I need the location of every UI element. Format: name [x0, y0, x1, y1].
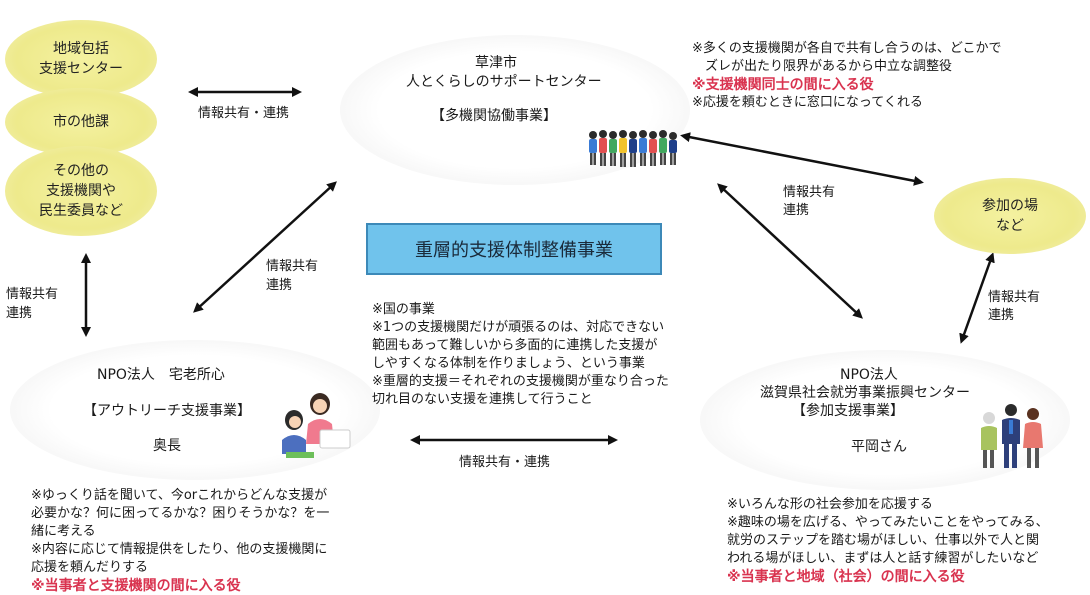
kusatsu-project: 【多機関協働事業】: [431, 108, 557, 124]
group-people-icon: [589, 130, 677, 167]
npo-left-note-line: 必要かな？何に困ってるかな？困りそうかな？を一: [31, 506, 330, 521]
npo-right-line1: NPO法人: [840, 367, 898, 383]
npo-left-note-line: ※ゆっくり話を聞いて、今orこれからどんな支援が: [31, 488, 328, 503]
npo-right-note-line: ※趣味の場を広げる、やってみたいことをやってみる、: [727, 515, 1049, 530]
left-box-line: 地域包括: [53, 41, 109, 57]
npo-left-highlight: ※当事者と支援機関の間に入る役: [31, 578, 241, 594]
center-note-line: ※重層的支援＝それぞれの支援機関が重なり合った: [372, 374, 669, 389]
center-notes: ※国の事業 ※1つの支援機関だけが頑張るのは、対応できない 範囲もあって難しいか…: [372, 301, 669, 409]
participation-line: 参加の場: [982, 198, 1038, 214]
left-box-line: 支援センター: [39, 61, 123, 77]
kusatsu-note-line: ※応援を頼むときに窓口になってくれる: [692, 95, 923, 110]
participation-line: など: [996, 218, 1024, 234]
link-label-right-vertical-1: 情報共有: [988, 290, 1041, 305]
family-icon: [981, 404, 1043, 468]
npo-right-note-line: 就労のステップを踏む場がほしい、仕事以外で人と関: [727, 533, 1040, 548]
link-label-left-vertical-1: 情報共有: [6, 287, 59, 302]
npo-left-note-line: 緒に考える: [31, 524, 96, 539]
kusatsu-note-line: ズレが出たり限界があるから中立な調整役: [705, 59, 953, 74]
left-box-city-departments: 市の他課: [5, 88, 157, 156]
left-box-line: 支援機関や: [46, 183, 116, 199]
participation-place: 参加の場 など: [934, 178, 1086, 254]
npo-left-note-line: 応援を頼んだりする: [31, 560, 149, 575]
link-label-diag-right-1: 情報共有: [783, 185, 836, 200]
link-label-bottom: 情報共有・連携: [459, 455, 551, 470]
npo-left-name: NPO法人 宅老所心: [97, 367, 225, 383]
npo-right-note-line: ※いろんな形の社会参加を応援する: [727, 497, 933, 512]
link-label-right-vertical-2: 連携: [988, 308, 1015, 323]
npo-left-person: 奥長: [153, 438, 181, 454]
npo-left-notes: ※ゆっくり話を聞いて、今orこれからどんな支援が 必要かな？何に困ってるかな？困…: [31, 487, 329, 595]
npo-right-line2: 滋賀県社会就労事業振興センター: [760, 385, 970, 401]
center-note-line: しやすくなる体制を作りましょう、という事業: [372, 356, 645, 371]
center-title: 重層的支援体制整備事業: [415, 240, 613, 261]
npo-right-notes: ※いろんな形の社会参加を応援する ※趣味の場を広げる、やってみたいことをやってみ…: [727, 496, 1049, 586]
kusatsu-note-line: ※多くの支援機関が各自で共有し合うのは、どこかで: [692, 41, 1002, 56]
center-note-line: ※1つの支援機関だけが頑張るのは、対応できない: [372, 320, 665, 335]
left-box-community-center: 地域包括 支援センター: [5, 20, 157, 98]
center-note-line: ※国の事業: [372, 302, 435, 317]
center-note-line: 範囲もあって難しいから多面的に連携した支援が: [372, 338, 658, 353]
center-note-line: 切れ目のない支援を連携して行うこと: [372, 392, 593, 407]
link-label-diag-right-2: 連携: [783, 203, 810, 218]
npo-right-person: 平岡さん: [851, 439, 907, 455]
left-box-line: その他の: [53, 163, 109, 179]
link-label-diag-left-2: 連携: [266, 278, 293, 293]
npo-left-note-line: ※内容に応じて情報提供をしたり、他の支援機関に: [31, 542, 328, 557]
npo-left-project: 【アウトリーチ支援事業】: [83, 403, 251, 419]
kusatsu-name-line2: 人とくらしのサポートセンター: [406, 74, 602, 90]
arrow-kusatsu-participation: [680, 132, 924, 186]
link-label-top-left: 情報共有・連携: [198, 106, 290, 121]
arrow-right-vertical: [959, 252, 995, 344]
link-label-diag-left-1: 情報共有: [266, 259, 319, 274]
two-women-talking-icon: [282, 393, 351, 458]
left-box-line: 市の他課: [53, 114, 109, 130]
kusatsu-name-line1: 草津市: [475, 55, 517, 71]
left-box-other-agencies: その他の 支援機関や 民生委員など: [5, 146, 157, 236]
npo-right-note-line: われる場がほしい、まずは人と話す練習がしたいなど: [727, 551, 1039, 566]
npo-right-project: 【参加支援事業】: [792, 403, 904, 419]
arrow-diag-left: [193, 181, 337, 313]
left-box-line: 民生委員など: [39, 203, 123, 219]
link-label-left-vertical-2: 連携: [6, 306, 33, 321]
npo-right-highlight: ※当事者と地域（社会）の間に入る役: [727, 569, 965, 585]
arrow-diag-right: [717, 183, 863, 319]
kusatsu-note-highlight: ※支援機関同士の間に入る役: [692, 77, 874, 93]
center-title-box: 重層的支援体制整備事業: [366, 223, 662, 275]
